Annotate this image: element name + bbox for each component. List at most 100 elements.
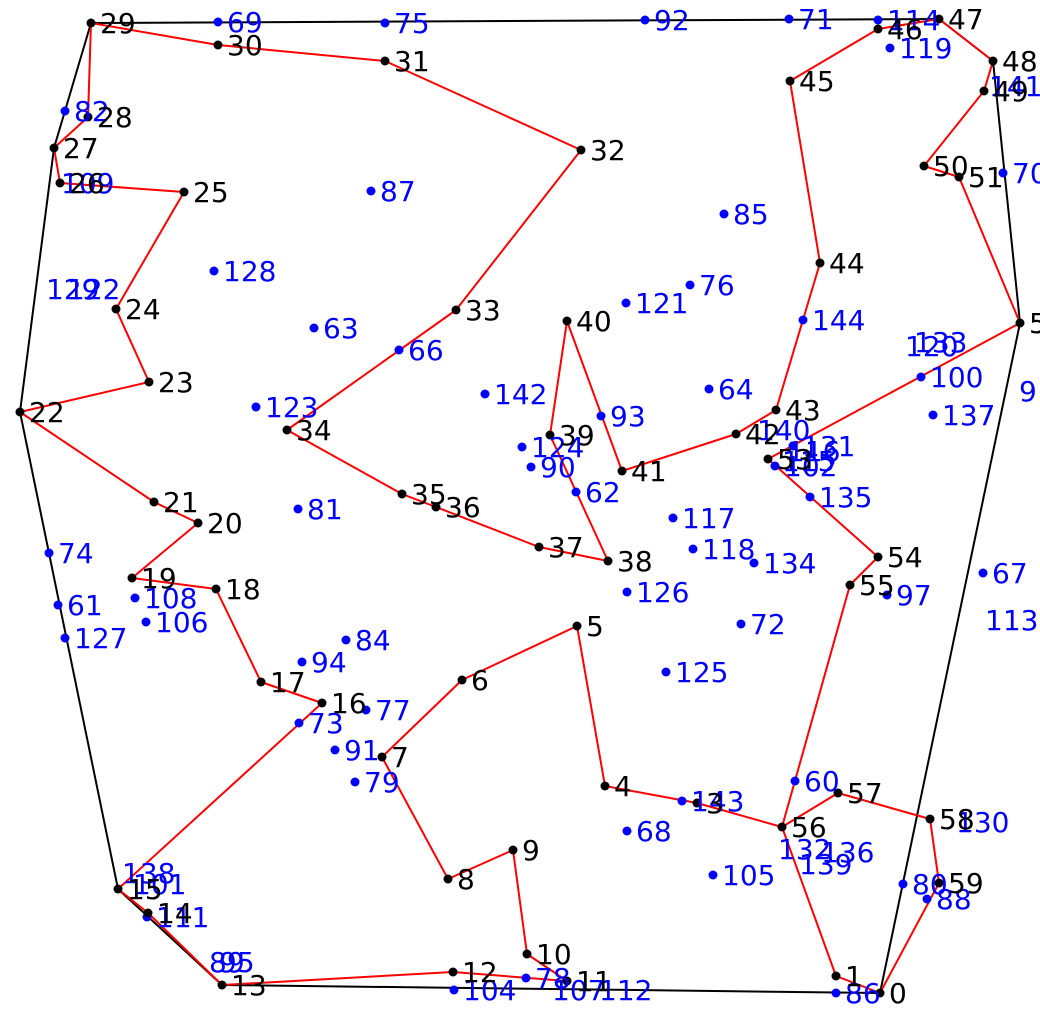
visited-node-56	[777, 822, 787, 832]
unvisited-node-label: 92	[654, 4, 690, 37]
visited-node-label: 1	[845, 960, 863, 993]
unvisited-node-90	[526, 462, 536, 472]
visited-node-label: 15	[127, 873, 163, 906]
visited-node-58	[925, 814, 935, 824]
node-labels: 6061626364666768697071727374757677787980…	[29, 3, 1040, 1010]
visited-node-15	[113, 884, 123, 894]
route-edge	[549, 434, 609, 562]
unvisited-node-92	[640, 15, 650, 25]
unvisited-node-82	[60, 106, 70, 116]
unvisited-node-label: 130	[956, 806, 1009, 839]
visited-node-label: 58	[939, 803, 975, 836]
visited-node-label: 26	[69, 167, 105, 200]
unvisited-node-label: 120	[905, 330, 958, 363]
unvisited-node-label: 107	[552, 974, 605, 1007]
unvisited-node-label: 76	[699, 269, 735, 302]
unvisited-node-73	[294, 718, 304, 728]
unvisited-node-label: 126	[636, 576, 689, 609]
unvisited-node-label: 100	[930, 361, 983, 394]
hull-edge	[90, 18, 940, 24]
unvisited-node-label: 9	[1019, 375, 1037, 408]
unvisited-node-label: 64	[718, 373, 754, 406]
visited-node-label: 37	[548, 531, 584, 564]
unvisited-node-93	[596, 411, 606, 421]
unvisited-node-label: 78	[535, 962, 571, 995]
visited-node-label: 52	[1029, 307, 1040, 340]
unvisited-node-label: 142	[494, 378, 547, 411]
route-edge	[789, 80, 821, 264]
visited-node-label: 53	[777, 443, 813, 476]
visited-node-label: 47	[948, 3, 984, 36]
route-edge	[115, 308, 150, 383]
visited-node-label: 23	[158, 366, 194, 399]
unvisited-node-80	[898, 879, 908, 889]
route-edge	[877, 18, 940, 30]
visited-node-33	[451, 305, 461, 315]
visited-node-29	[86, 18, 96, 28]
route-edge	[19, 381, 150, 413]
visited-node-31	[380, 56, 390, 66]
visited-node-label: 6	[471, 664, 489, 697]
route-edge	[90, 22, 219, 46]
visited-node-44	[815, 258, 825, 268]
visited-node-label: 11	[576, 965, 612, 998]
unvisited-node-124	[517, 442, 527, 452]
unvisited-node-label: 66	[408, 334, 444, 367]
route-edge	[452, 971, 568, 982]
visited-node-label: 40	[576, 305, 612, 338]
route-edge	[781, 826, 837, 977]
visited-node-1	[831, 971, 841, 981]
unvisited-node-label: 93	[610, 400, 646, 433]
visited-node-label: 21	[163, 486, 199, 519]
unvisited-node-69	[213, 17, 223, 27]
unvisited-node-114	[873, 15, 883, 25]
unvisited-node-125	[661, 667, 671, 677]
visited-node-label: 41	[631, 455, 667, 488]
unvisited-node-121	[621, 298, 631, 308]
visited-node-51	[954, 172, 964, 182]
visited-node-41	[617, 466, 627, 476]
visited-node-40	[562, 316, 572, 326]
route-edge	[59, 182, 185, 193]
visited-node-10	[522, 949, 532, 959]
visited-node-label: 35	[411, 478, 447, 511]
unvisited-node-106	[141, 617, 151, 627]
visited-node-49	[979, 86, 989, 96]
visited-node-36	[431, 502, 441, 512]
unvisited-node-label: 60	[804, 765, 840, 798]
unvisited-node-label: 81	[307, 493, 343, 526]
visited-node-label: 8	[457, 863, 475, 896]
route-edge	[929, 818, 940, 884]
route-edges	[19, 18, 1021, 994]
unvisited-node-102	[770, 461, 780, 471]
visited-node-59	[934, 878, 944, 888]
unvisited-node-76	[685, 280, 695, 290]
unvisited-node-label: 144	[812, 304, 865, 337]
visited-node-label: 50	[933, 150, 969, 183]
visited-node-45	[785, 76, 795, 86]
unvisited-node-label: 127	[74, 622, 127, 655]
visited-node-24	[111, 304, 121, 314]
visited-node-17	[256, 677, 266, 687]
route-edge	[215, 588, 262, 683]
unvisited-node-85	[719, 209, 729, 219]
unvisited-node-134	[749, 558, 759, 568]
unvisited-node-78	[521, 973, 531, 983]
visited-node-label: 22	[29, 396, 65, 429]
route-edge	[781, 792, 839, 828]
unvisited-node-97	[882, 590, 892, 600]
unvisited-node-75	[380, 18, 390, 28]
unvisited-node-label: 140	[757, 414, 810, 447]
route-edge	[221, 971, 454, 986]
unvisited-node-label: 73	[308, 707, 344, 740]
visited-node-label: 4	[614, 770, 632, 803]
visited-node-42	[731, 429, 741, 439]
visited-node-7	[377, 752, 387, 762]
unvisited-node-label: 115	[782, 445, 835, 478]
route-edge	[19, 411, 155, 503]
visited-node-label: 5	[586, 610, 604, 643]
route-edge	[117, 702, 323, 890]
unvisited-node-126	[622, 587, 632, 597]
visited-node-21	[149, 497, 159, 507]
